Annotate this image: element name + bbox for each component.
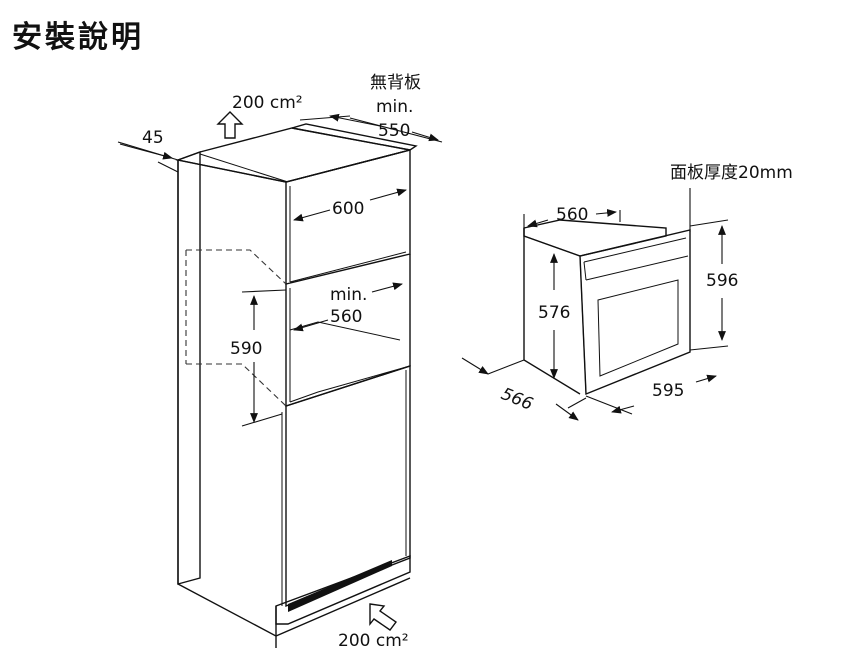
oven-560-label: 560	[556, 205, 588, 225]
oven-dimensions	[461, 208, 729, 421]
cabinet-dimensions	[117, 111, 443, 631]
oven-576-label: 576	[538, 303, 570, 323]
panel-thickness-label: 面板厚度20mm	[670, 163, 793, 183]
oven-596-label: 596	[706, 271, 738, 291]
oven-drawing	[523, 188, 691, 396]
page-title: 安裝說明	[12, 20, 144, 55]
diagram-labels: 200 cm² 無背板 min. 550 45 600 min. 560 590…	[142, 73, 793, 651]
depth-45-label: 45	[142, 128, 164, 148]
min-550-label-2: 550	[378, 121, 410, 141]
min-550-label-1: min.	[376, 97, 413, 117]
min-560-label-1: min.	[330, 285, 367, 305]
oven-566-label: 566	[498, 384, 536, 415]
vent-top-label: 200 cm²	[232, 93, 303, 113]
height-590-label: 590	[230, 339, 262, 359]
cabinet-drawing	[175, 123, 418, 648]
min-560-label-2: 560	[330, 307, 362, 327]
oven-595-label: 595	[652, 381, 684, 401]
vent-bottom-label: 200 cm²	[338, 631, 409, 651]
no-back-panel-label: 無背板	[370, 73, 421, 93]
width-600-label: 600	[332, 199, 364, 219]
